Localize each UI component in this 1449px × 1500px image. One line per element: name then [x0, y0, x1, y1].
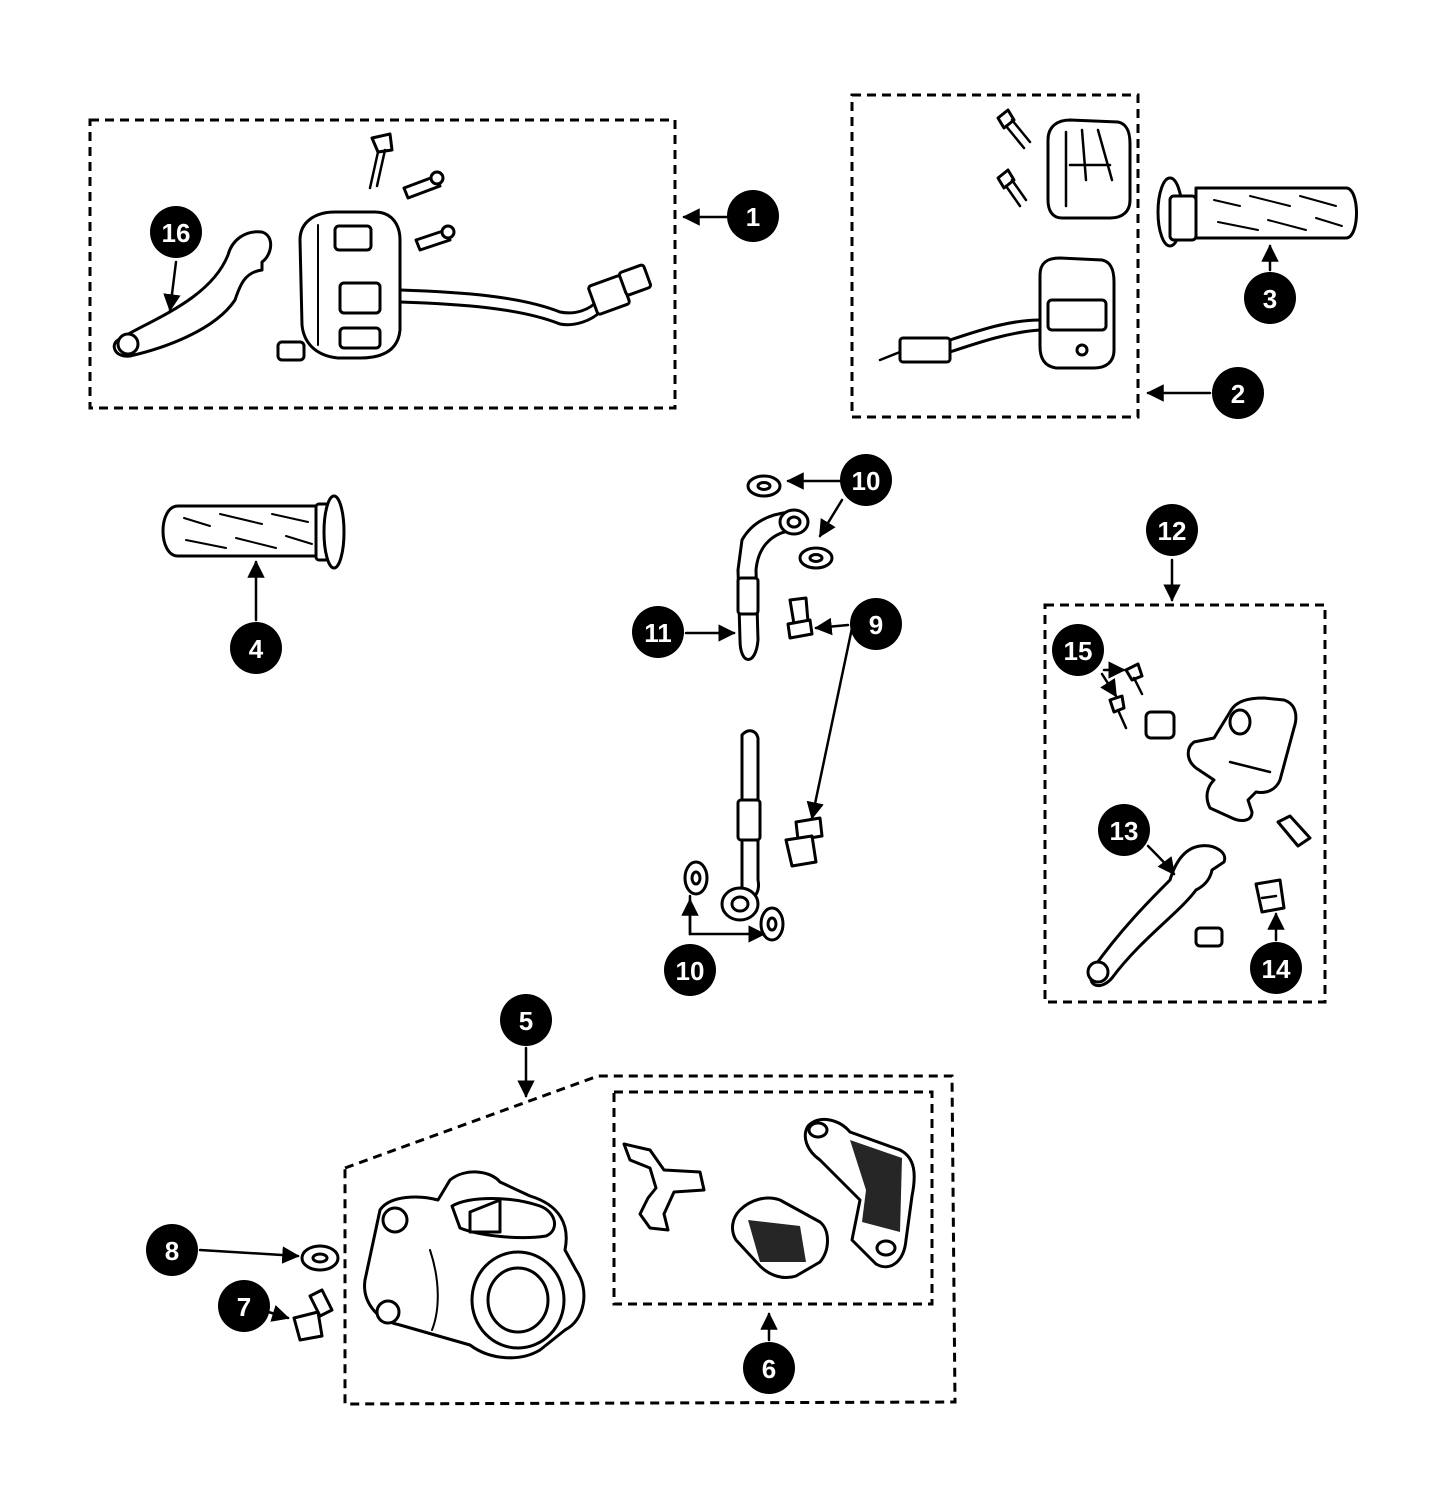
brake-caliper-assembly: [292, 1117, 916, 1360]
callout-13: 13: [1098, 804, 1150, 856]
svg-text:10: 10: [676, 956, 705, 986]
brake-hose-assembly: [683, 474, 834, 942]
callout-5: 5: [500, 994, 552, 1046]
group-box-2: [850, 93, 1140, 419]
pad-spring-clip: [622, 1142, 706, 1232]
callout-3: 3: [1244, 272, 1296, 324]
svg-text:13: 13: [1110, 816, 1139, 846]
svg-text:4: 4: [249, 634, 264, 664]
callout-15: 15: [1052, 624, 1104, 676]
caliper-bolt: [308, 1288, 334, 1318]
svg-text:11: 11: [644, 618, 672, 648]
svg-text:1: 1: [746, 202, 760, 232]
callout-6: 6: [743, 1342, 795, 1394]
svg-text:6: 6: [762, 1354, 776, 1384]
group-box-5: [343, 1074, 957, 1406]
callout-9: 9: [850, 598, 902, 650]
left-grip: [161, 494, 346, 570]
callout-2: 2: [1212, 367, 1264, 419]
callout-4: 4: [230, 622, 282, 674]
leader-lines: [163, 208, 1285, 1342]
svg-text:7: 7: [237, 1292, 251, 1322]
svg-text:2: 2: [1231, 379, 1245, 409]
callout-11: 11: [632, 606, 684, 658]
callout-10-upper: 10: [840, 454, 892, 506]
svg-text:9: 9: [869, 610, 883, 640]
brake-hose-upper: [736, 510, 794, 661]
callout-7: 7: [218, 1280, 270, 1332]
callout-8: 8: [146, 1224, 198, 1276]
left-handlebar-switch-assembly: [112, 132, 652, 362]
throttle-grip: [1156, 176, 1358, 248]
clutch-lever: [112, 230, 273, 358]
callout-16: 16: [150, 206, 202, 258]
callout-14: 14: [1250, 942, 1302, 994]
svg-text:3: 3: [1263, 284, 1277, 314]
group-box-6: [612, 1090, 934, 1306]
callout-10-lower: 10: [664, 944, 716, 996]
brake-lever: [1089, 844, 1227, 987]
svg-text:15: 15: [1064, 636, 1093, 666]
right-connector: [898, 336, 952, 364]
right-handlebar-switch-assembly: [878, 108, 1132, 370]
group-box-12: [1043, 603, 1327, 1004]
master-cylinder-assembly: [1086, 662, 1312, 987]
callout-12: 12: [1146, 504, 1198, 556]
group-box-1: [88, 118, 677, 410]
svg-text:12: 12: [1158, 516, 1187, 546]
svg-text:14: 14: [1262, 954, 1291, 984]
right-switch-upper-half: [1046, 118, 1132, 220]
callout-1: 1: [727, 190, 779, 242]
svg-text:5: 5: [519, 1006, 533, 1036]
svg-text:10: 10: [852, 466, 881, 496]
svg-text:16: 16: [162, 218, 191, 248]
master-cylinder-body: [1186, 696, 1298, 822]
svg-text:8: 8: [165, 1236, 179, 1266]
